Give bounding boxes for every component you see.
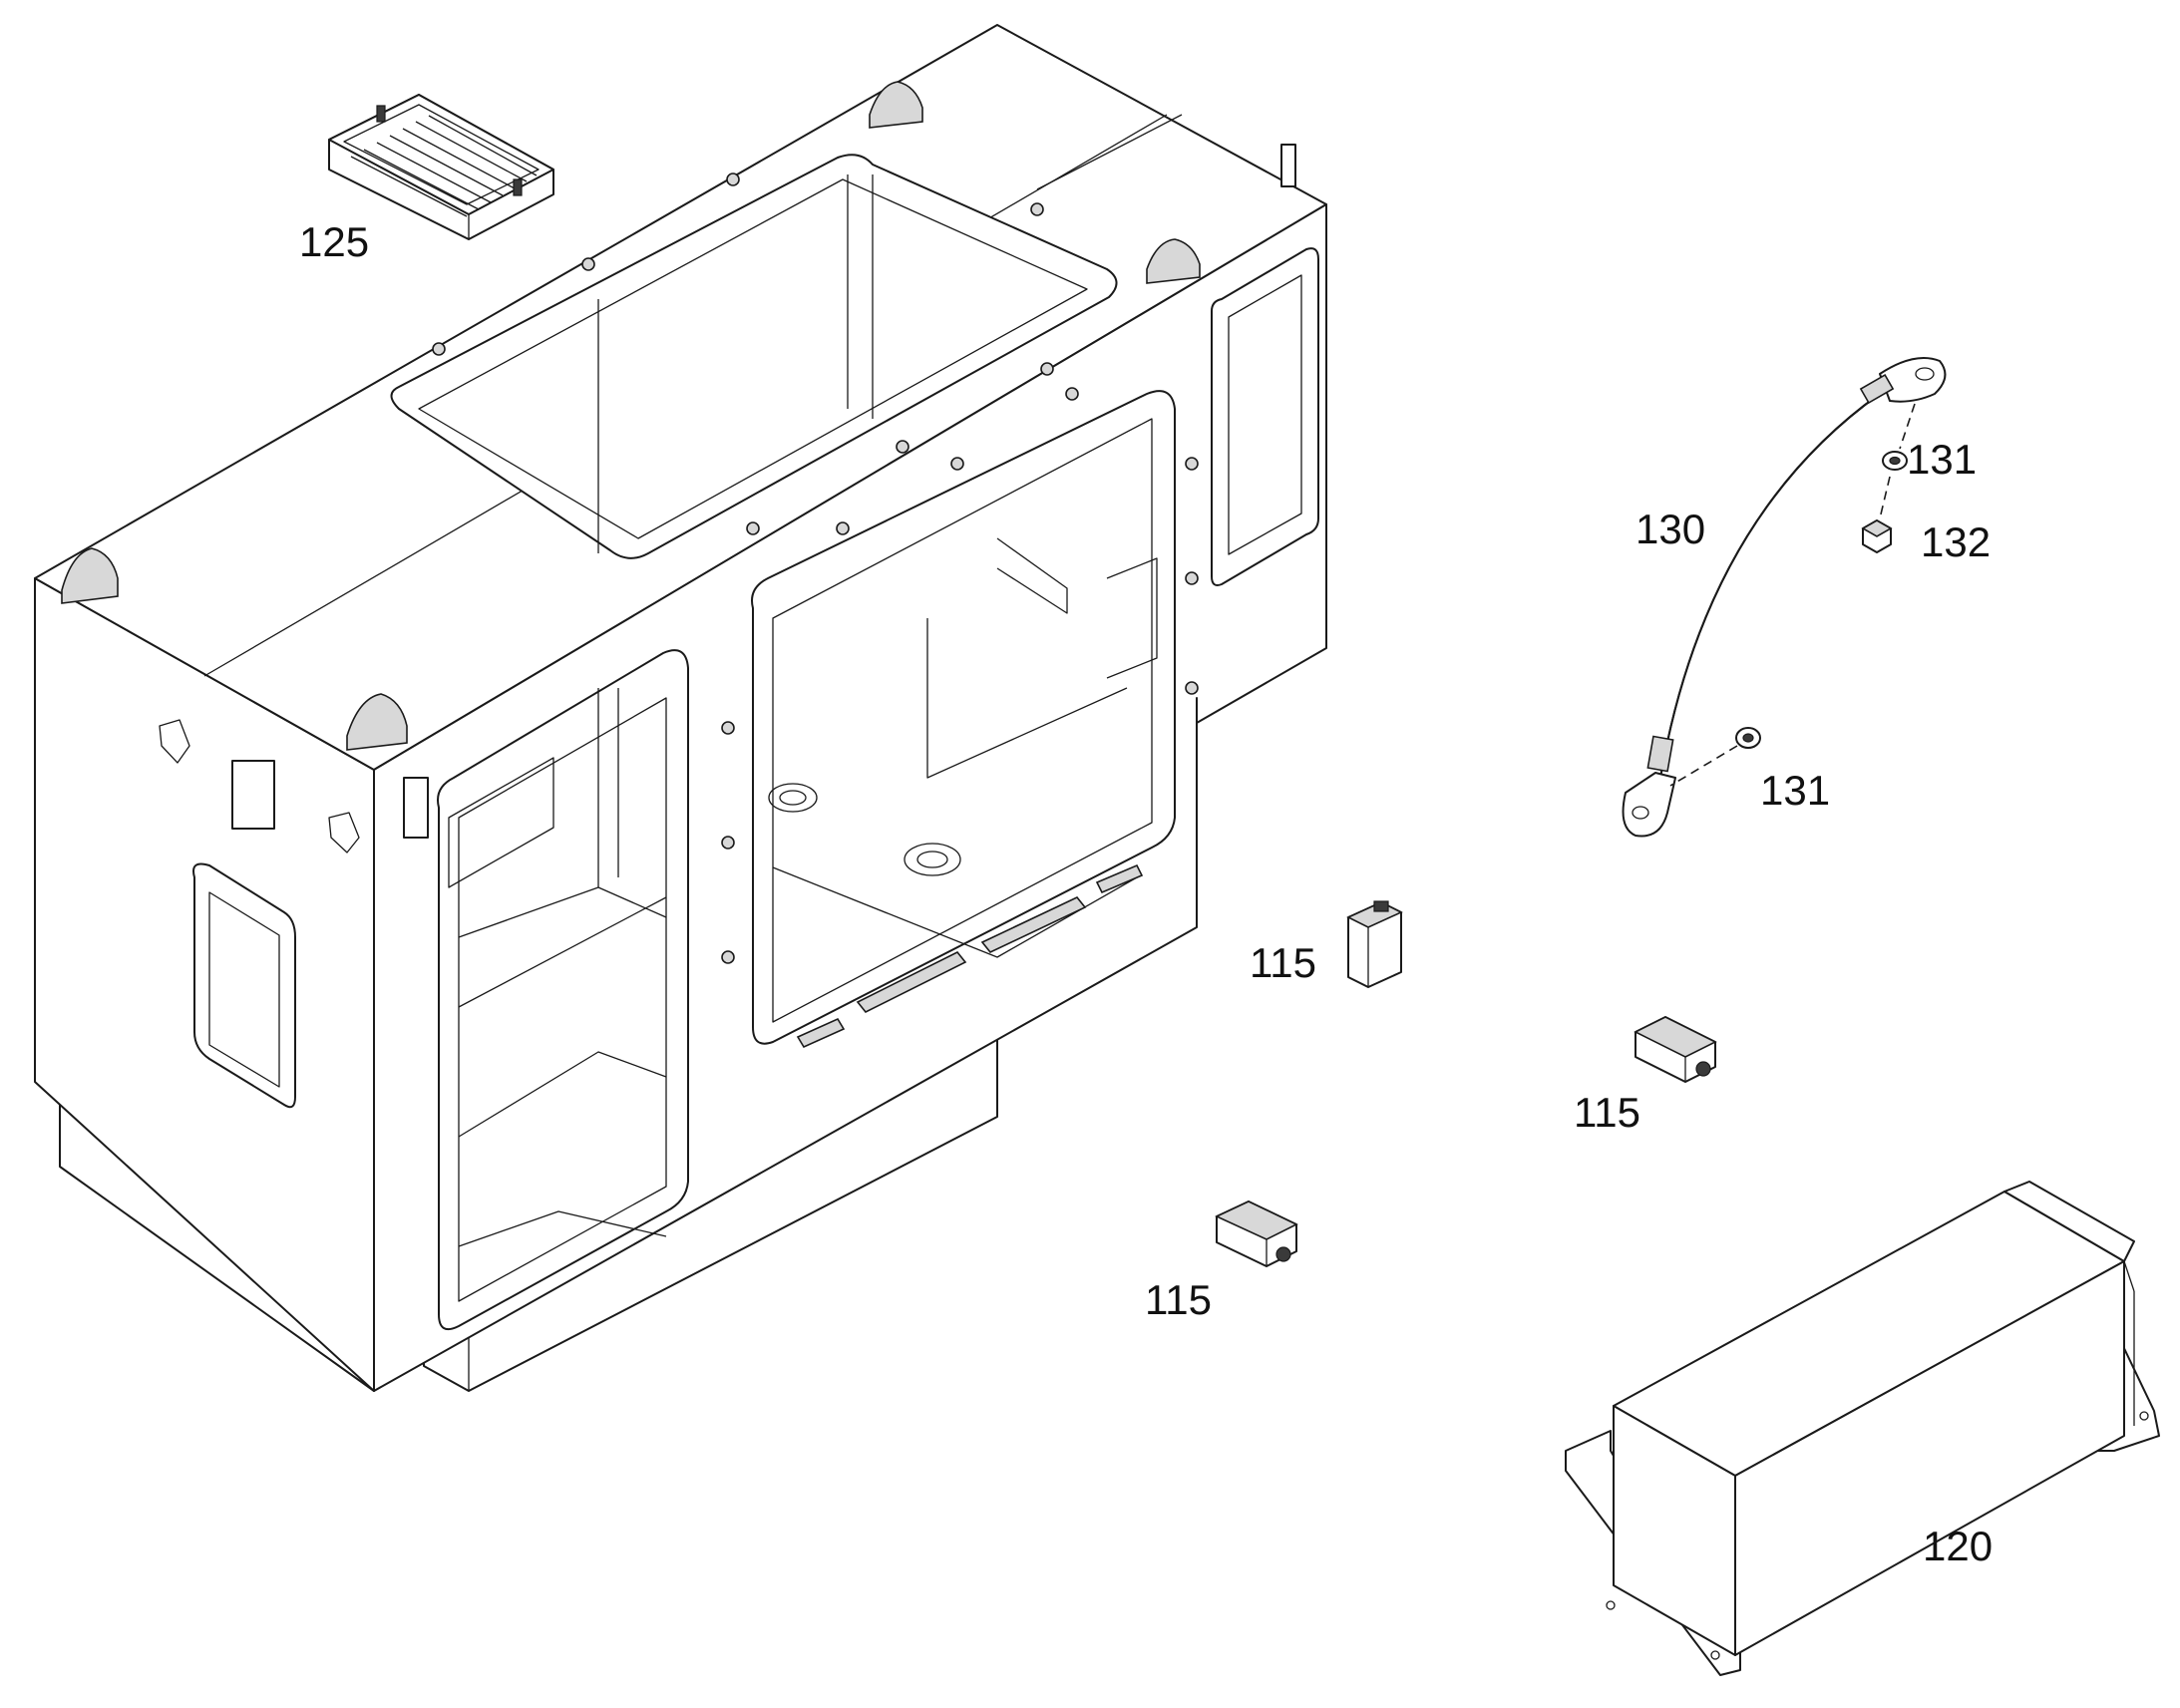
callout-120: 120 bbox=[1923, 1523, 1993, 1569]
callout-132: 132 bbox=[1921, 518, 1991, 565]
nut-part-132 bbox=[1861, 519, 1893, 553]
switch-part-115-upright bbox=[1346, 900, 1403, 988]
callout-125: 125 bbox=[299, 218, 369, 265]
box-cover-part-120 bbox=[1565, 1181, 2160, 1676]
callout-115-b: 115 bbox=[1574, 1089, 1640, 1136]
switch-part-115-lower bbox=[1215, 1200, 1298, 1267]
callout-131-top: 131 bbox=[1907, 436, 1977, 483]
cable-part-130 bbox=[1622, 357, 1947, 838]
cabin-frame bbox=[34, 24, 1327, 1392]
washer-part-131-bottom bbox=[1735, 727, 1761, 749]
washer-part-131-top bbox=[1882, 451, 1908, 471]
callout-131-bottom: 131 bbox=[1760, 767, 1830, 814]
switch-part-115-middle bbox=[1634, 1016, 1717, 1083]
grille-part-125 bbox=[328, 94, 554, 240]
callout-130: 130 bbox=[1635, 506, 1705, 552]
callout-115-a: 115 bbox=[1250, 939, 1316, 986]
callout-115-c: 115 bbox=[1145, 1276, 1212, 1323]
